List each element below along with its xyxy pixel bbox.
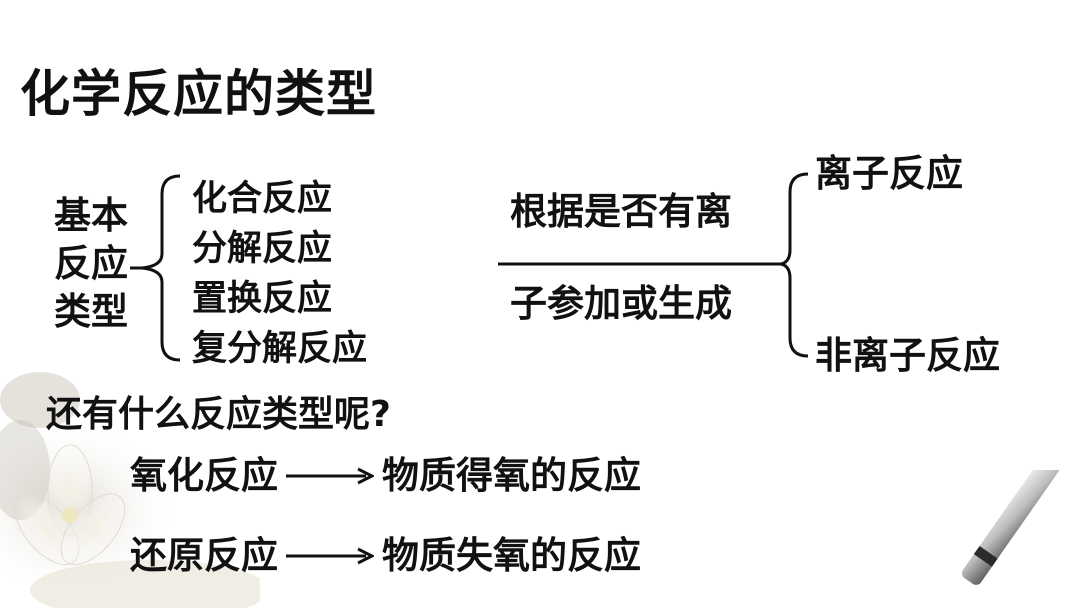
reaction-name: 氧化反应 bbox=[130, 454, 278, 497]
right-arrow-icon bbox=[286, 467, 374, 485]
ion-classification-brace bbox=[498, 172, 809, 358]
reaction-type-item: 复分解反应 bbox=[192, 329, 368, 369]
oxidation-row: 氧化反应 物质得氧的反应 bbox=[130, 452, 641, 500]
non-ionic-reaction-label: 非离子反应 bbox=[815, 334, 1000, 377]
reaction-type-item: 化合反应 bbox=[192, 179, 333, 219]
ion-condition-bottom: 子参加或生成 bbox=[510, 282, 732, 325]
basic-label-line: 基本 bbox=[54, 194, 128, 237]
basic-reaction-types-label: 基本 反应 类型 bbox=[54, 192, 134, 336]
basic-types-list: 化合反应 分解反应 置换反应 复分解反应 bbox=[192, 174, 367, 374]
basic-types-brace bbox=[130, 174, 181, 362]
reaction-definition: 物质失氧的反应 bbox=[382, 534, 641, 577]
reaction-definition: 物质得氧的反应 bbox=[382, 454, 641, 497]
page-title: 化学反应的类型 bbox=[20, 65, 377, 123]
basic-label-line: 反应 bbox=[54, 242, 128, 285]
reduction-row: 还原反应 物质失氧的反应 bbox=[130, 532, 641, 580]
basic-label-line: 类型 bbox=[54, 290, 128, 333]
right-arrow-icon bbox=[286, 547, 374, 565]
ionic-reaction-label: 离子反应 bbox=[815, 152, 963, 195]
reaction-name: 还原反应 bbox=[130, 534, 278, 577]
reaction-type-item: 分解反应 bbox=[192, 229, 333, 269]
question-text: 还有什么反应类型呢? bbox=[46, 394, 391, 435]
calligraphy-brush-icon bbox=[961, 470, 1062, 585]
reaction-type-item: 置换反应 bbox=[192, 279, 333, 319]
ion-condition-top: 根据是否有离 bbox=[510, 190, 732, 233]
